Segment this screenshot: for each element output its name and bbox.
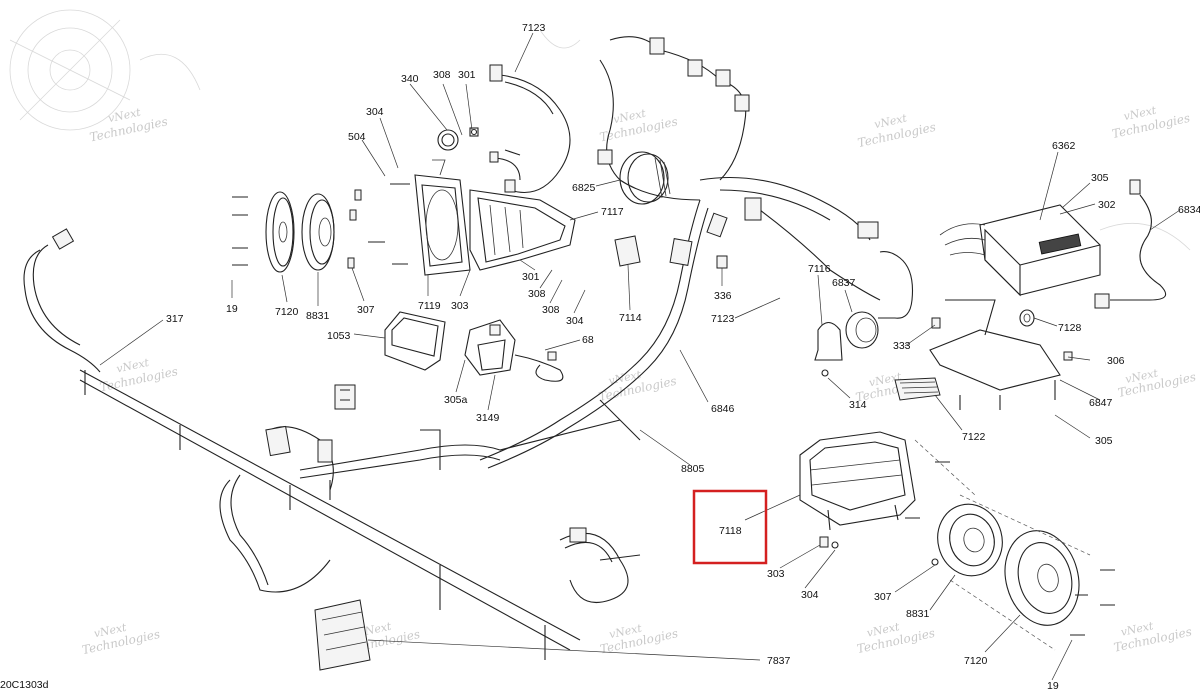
part-8831-speaker-left[interactable]	[301, 193, 335, 271]
label-6834[interactable]: 6834	[1178, 204, 1200, 216]
watermark: vNext Technologies	[88, 106, 169, 145]
watermark: vNext Technologies	[597, 368, 678, 404]
label-336[interactable]: 336	[714, 290, 732, 302]
label-305[interactable]: 305	[1091, 172, 1109, 184]
part-6837[interactable]	[845, 251, 914, 349]
harness-317[interactable]	[23, 228, 641, 660]
part-1053-display[interactable]	[384, 311, 446, 371]
part-7117-housing[interactable]	[469, 189, 576, 271]
label-301[interactable]: 301	[522, 271, 540, 283]
part-7120-speaker-left[interactable]	[265, 191, 295, 273]
part-6834-cable[interactable]	[1094, 179, 1167, 309]
part-7119-speaker[interactable]	[414, 159, 471, 276]
part-7122[interactable]	[894, 377, 941, 401]
label-7114[interactable]: 7114	[619, 312, 642, 324]
watermark: vNext Technologies	[856, 111, 937, 150]
label-7837[interactable]: 7837	[767, 655, 791, 667]
label-7123[interactable]: 7123	[711, 313, 735, 325]
harness-7123-top[interactable]	[489, 36, 881, 301]
label-305a[interactable]: 305a	[444, 394, 468, 406]
part-6825-gauge[interactable]	[619, 151, 671, 205]
part-340[interactable]	[437, 127, 521, 181]
label-68[interactable]: 68	[582, 334, 594, 346]
screws-left	[232, 183, 410, 269]
label-333[interactable]: 333	[893, 340, 911, 352]
label-1053[interactable]: 1053	[327, 330, 351, 342]
label-303[interactable]: 303	[451, 300, 469, 312]
label-317[interactable]: 317	[166, 313, 184, 325]
label-6362[interactable]: 6362	[1052, 140, 1076, 152]
part-8831-speaker-lower[interactable]	[930, 497, 1010, 583]
watermark: vNext Technologies	[599, 622, 680, 657]
label-303[interactable]: 303	[767, 568, 785, 580]
screws-lower	[819, 461, 1115, 636]
label-7116[interactable]: 7116	[808, 263, 831, 275]
label-340[interactable]: 340	[401, 73, 419, 85]
part-7114[interactable]	[614, 235, 641, 267]
diagram-code: 20C1303d	[0, 679, 49, 690]
label-3149[interactable]: 3149	[476, 412, 500, 424]
label-7120[interactable]: 7120	[275, 306, 299, 318]
label-302[interactable]: 302	[1098, 199, 1116, 211]
label-6825[interactable]: 6825	[572, 182, 596, 194]
label-7128[interactable]: 7128	[1058, 322, 1082, 334]
label-304[interactable]: 304	[801, 589, 819, 601]
part-6362-amplifier[interactable]	[939, 204, 1101, 297]
label-308[interactable]: 308	[433, 69, 451, 81]
part-7837-module[interactable]	[314, 599, 371, 671]
label-307[interactable]: 307	[874, 591, 892, 603]
part-314[interactable]	[821, 369, 829, 377]
label-7123[interactable]: 7123	[522, 22, 546, 34]
label-6837[interactable]: 6837	[832, 277, 856, 289]
assembly-dash-lines	[914, 439, 1091, 651]
part-7120-speaker-lower[interactable]	[995, 522, 1089, 633]
label-19[interactable]: 19	[1047, 680, 1059, 690]
background-ghost-drawing	[9, 9, 1191, 251]
label-304[interactable]: 304	[366, 106, 384, 118]
watermark: vNext Technologies	[1111, 104, 1192, 141]
label-301[interactable]: 301	[458, 69, 476, 81]
harness-8805[interactable]	[479, 199, 728, 469]
part-3149-mount[interactable]	[464, 319, 516, 376]
label-6847[interactable]: 6847	[1089, 397, 1113, 409]
label-314[interactable]: 314	[849, 399, 867, 411]
label-307[interactable]: 307	[357, 304, 375, 316]
part-333[interactable]	[931, 317, 941, 329]
watermark: vNext Technologies	[81, 621, 162, 658]
part-7116[interactable]	[814, 321, 843, 361]
part-306[interactable]	[1063, 351, 1073, 361]
label-8831[interactable]: 8831	[906, 608, 930, 620]
label-308[interactable]: 308	[528, 288, 546, 300]
label-305[interactable]: 305	[1095, 435, 1113, 447]
label-504[interactable]: 504	[348, 131, 366, 143]
watermark: vNext Technologies	[1112, 619, 1193, 654]
label-7122[interactable]: 7122	[962, 431, 986, 443]
label-7118[interactable]: 7118	[719, 525, 742, 537]
part-336[interactable]	[716, 255, 728, 269]
label-7120[interactable]: 7120	[964, 655, 988, 667]
highlight-box	[692, 489, 768, 565]
watermarks: vNext Technologies vNext Technologies vN…	[81, 104, 1198, 658]
label-7119[interactable]: 7119	[418, 300, 441, 312]
label-19[interactable]: 19	[226, 303, 238, 315]
watermark: vNext Technologies	[1117, 366, 1198, 400]
label-308[interactable]: 308	[542, 304, 560, 316]
highlight-7118[interactable]: 7118	[692, 489, 768, 565]
label-8805[interactable]: 8805	[681, 463, 705, 475]
bracket-6847[interactable]	[929, 299, 1061, 410]
label-306[interactable]: 306	[1107, 355, 1125, 367]
part-7118-enclosure[interactable]	[799, 431, 916, 531]
part-7128[interactable]	[1019, 309, 1035, 327]
label-6846[interactable]: 6846	[711, 403, 735, 415]
leader-lines	[99, 32, 1181, 681]
part-68-cable[interactable]	[514, 351, 564, 382]
part-305a[interactable]	[334, 384, 356, 410]
label-8831[interactable]: 8831	[306, 310, 330, 322]
label-304[interactable]: 304	[566, 315, 584, 327]
label-7117[interactable]: 7117	[601, 206, 624, 218]
part-labels: 7123 340 308 301 304 504 6825 7117 6362 …	[166, 22, 1200, 690]
watermark: vNext Technologies	[98, 356, 179, 395]
